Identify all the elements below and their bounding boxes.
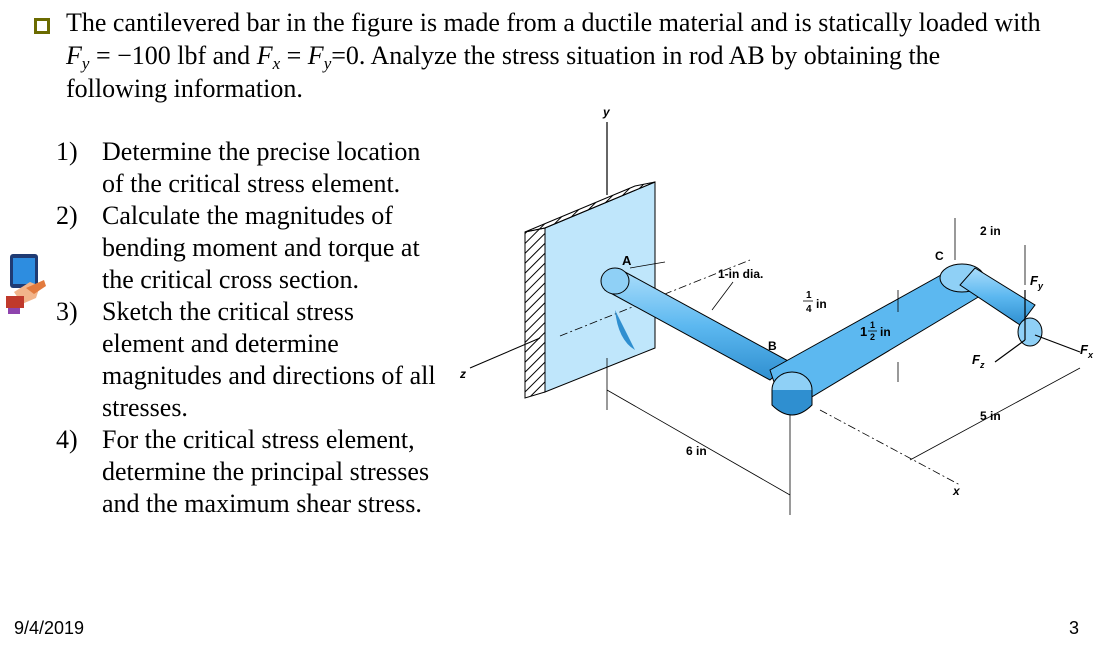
force-fy-label: Fy <box>1030 273 1044 291</box>
y-axis-label: y <box>602 105 611 119</box>
end-boss-b <box>771 371 813 416</box>
six-inch-label: 6 in <box>686 444 707 458</box>
fy-subscript: y <box>81 54 90 73</box>
fz-subscript: y <box>323 54 332 73</box>
cantilever-bar-figure: y z A B C 1-in dia. 1 4 in <box>459 105 1094 515</box>
quarter-unit: in <box>816 297 827 311</box>
force-fx-arrow <box>1034 334 1081 353</box>
rod-cd <box>959 267 1043 347</box>
force-fz-label: Fz <box>972 352 985 370</box>
quarter-numerator: 1 <box>806 290 812 301</box>
list-item: 2) Calculate the magnitudes of bending mo… <box>56 200 436 296</box>
checkbox-bullet-icon <box>34 18 50 34</box>
one-half-denominator: 2 <box>870 332 875 342</box>
problem-statement: The cantilevered bar in the figure is ma… <box>66 6 1106 105</box>
one-half-numerator: 1 <box>870 320 875 330</box>
quarter-denominator: 4 <box>806 304 812 315</box>
item-text: For the critical stress element, determi… <box>102 425 430 518</box>
item-number: 4) <box>56 425 78 454</box>
intro-line-2: =0. Analyze the stress situation in rod … <box>331 41 941 70</box>
z-axis-label: z <box>459 367 466 381</box>
one-half-inch-label: 1 1 2 in <box>860 320 891 342</box>
item-number: 1) <box>56 137 78 166</box>
intro-line-3: following information. <box>66 74 303 103</box>
fx-symbol: F <box>256 41 273 70</box>
point-b-label: B <box>768 339 777 353</box>
point-a-label: A <box>622 253 632 268</box>
x-axis-line <box>819 409 961 486</box>
item-number: 3) <box>56 297 78 326</box>
one-half-whole: 1 <box>860 324 867 339</box>
x-axis-label: x <box>952 484 961 498</box>
page-number: 3 <box>1068 618 1079 638</box>
item-text: Calculate the magnitudes of bending mome… <box>102 201 420 294</box>
diameter-label: 1-in dia. <box>718 267 763 281</box>
list-item: 4) For the critical stress element, deter… <box>56 424 436 520</box>
z-axis-line <box>469 337 541 369</box>
tablet-touch-icon <box>6 254 46 314</box>
item-text: Sketch the critical stress element and d… <box>102 297 436 422</box>
item-text: Determine the precise location of the cr… <box>102 137 421 198</box>
task-list: 1) Determine the precise location of the … <box>56 136 436 520</box>
fy-value: = −100 lbf and <box>89 41 257 70</box>
force-fx-label: Fx <box>1080 342 1094 360</box>
one-half-unit: in <box>880 325 891 339</box>
two-inch-label: 2 in <box>980 224 1001 238</box>
item-number: 2) <box>56 201 78 230</box>
fy-symbol: F <box>66 41 82 70</box>
fx-equals: = <box>280 41 308 70</box>
fz-symbol: F <box>307 41 324 70</box>
intro-line-1: The cantilevered bar in the figure is ma… <box>66 8 1041 37</box>
quarter-inch-label: 1 4 in <box>803 290 827 315</box>
five-inch-label: 5 in <box>980 409 1001 423</box>
force-fz-arrow <box>994 339 1026 363</box>
fx-subscript: x <box>272 54 281 73</box>
point-c-label: C <box>935 249 944 263</box>
list-item: 1) Determine the precise location of the … <box>56 136 436 200</box>
list-item: 3) Sketch the critical stress element and… <box>56 296 436 424</box>
footer-date: 9/4/2019 <box>14 618 85 638</box>
